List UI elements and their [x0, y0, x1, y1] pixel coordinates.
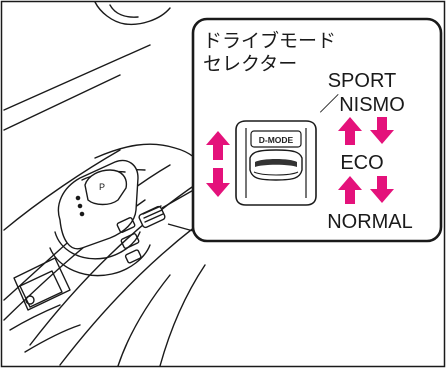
- mode-arrows-upper: [338, 117, 394, 145]
- arrow-up-icon: [338, 117, 362, 145]
- arrow-down-icon: [370, 176, 394, 203]
- mode-normal-label: NORMAL: [327, 211, 413, 233]
- switch-arrows: [206, 131, 230, 197]
- mode-nismo-label: ／NISMO: [319, 94, 405, 116]
- switch-rocker: [249, 149, 303, 181]
- d-mode-switch: D-MODE: [235, 120, 317, 206]
- mode-eco-label: ECO: [340, 152, 383, 174]
- callout-title-line1: ドライブモード: [203, 29, 336, 52]
- arrow-down-icon: [370, 117, 394, 144]
- mode-arrows-lower: [338, 176, 394, 204]
- lever-knob-label: P: [99, 182, 105, 192]
- arrow-up-icon: [206, 131, 230, 160]
- arrow-up-icon: [338, 176, 362, 204]
- d-mode-label: D-MODE: [259, 135, 294, 145]
- center-console-drawing: [3, 1, 233, 367]
- mode-sport-label: SPORT: [328, 70, 397, 92]
- callout-title-line2: セレクター: [203, 53, 297, 75]
- arrow-down-icon: [206, 168, 230, 197]
